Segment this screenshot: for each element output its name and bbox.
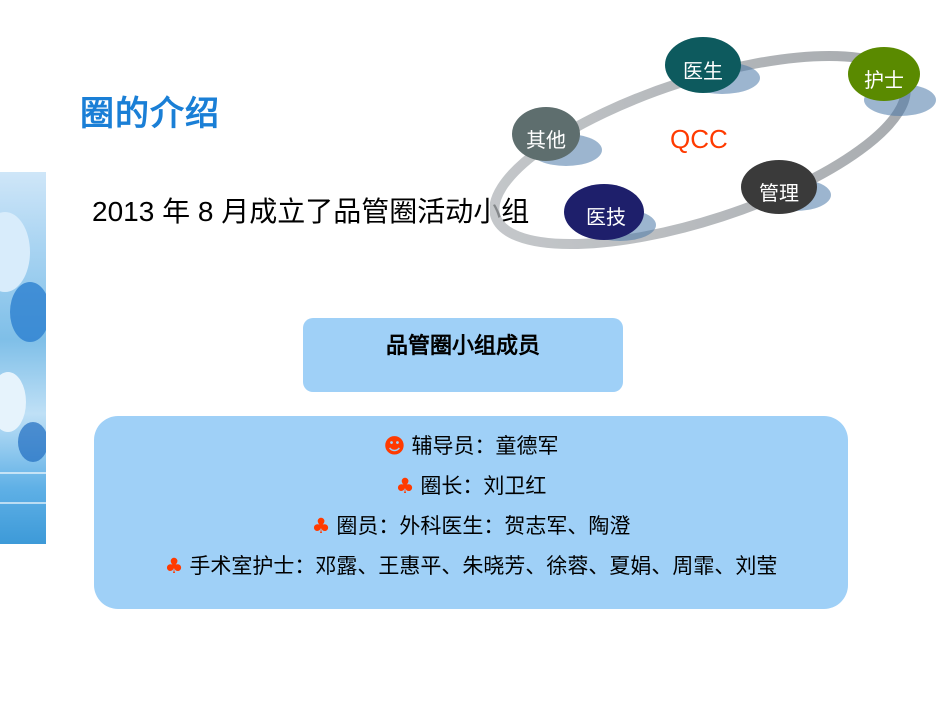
member-line-advisor: ☻辅导员：童德军 bbox=[94, 430, 848, 460]
club-icon: ♣ bbox=[164, 554, 184, 578]
node-other-circle bbox=[512, 107, 580, 161]
node-technician-circle bbox=[564, 184, 644, 240]
member-line-leader: ♣圈长：刘卫红 bbox=[94, 470, 848, 500]
node-management-label: 管理 bbox=[759, 181, 799, 205]
member-text: 辅导员：童德军 bbox=[411, 434, 559, 458]
node-nurse-circle bbox=[848, 47, 920, 101]
node-management-circle bbox=[741, 160, 817, 214]
member-text: 手术室护士：邓露、王惠平、朱晓芳、徐蓉、夏娟、周霏、刘莹 bbox=[189, 554, 778, 578]
page-title: 圈的介绍 bbox=[80, 94, 220, 134]
member-line-nurses: ♣手术室护士：邓露、王惠平、朱晓芳、徐蓉、夏娟、周霏、刘莹 bbox=[94, 550, 848, 580]
members-list-box: ☻辅导员：童德军 ♣圈长：刘卫红 ♣圈员：外科医生：贺志军、陶澄 ♣手术室护士：… bbox=[94, 416, 848, 609]
smiley-icon: ☻ bbox=[383, 434, 406, 458]
member-text: 圈长：刘卫红 bbox=[420, 474, 547, 498]
club-icon: ♣ bbox=[311, 514, 331, 538]
members-header-box: 品管圈小组成员 bbox=[303, 318, 623, 392]
member-line-surgeons: ♣圈员：外科医生：贺志军、陶澄 bbox=[94, 510, 848, 540]
founding-statement: 2013 年 8 月成立了品管圈活动小组 bbox=[92, 196, 530, 227]
club-icon: ♣ bbox=[395, 474, 415, 498]
qcc-ring-diagram bbox=[490, 37, 936, 250]
member-text: 圈员：外科医生：贺志军、陶澄 bbox=[336, 514, 631, 538]
node-nurse-label: 护士 bbox=[864, 68, 904, 92]
node-doctor-label: 医生 bbox=[683, 59, 723, 83]
node-technician-label: 医技 bbox=[586, 205, 626, 229]
node-doctor-circle bbox=[665, 37, 741, 93]
decorative-side-strip bbox=[0, 172, 46, 544]
node-other-label: 其他 bbox=[526, 128, 566, 152]
members-header-text: 品管圈小组成员 bbox=[385, 334, 540, 359]
qcc-center-label: QCC bbox=[670, 124, 728, 154]
